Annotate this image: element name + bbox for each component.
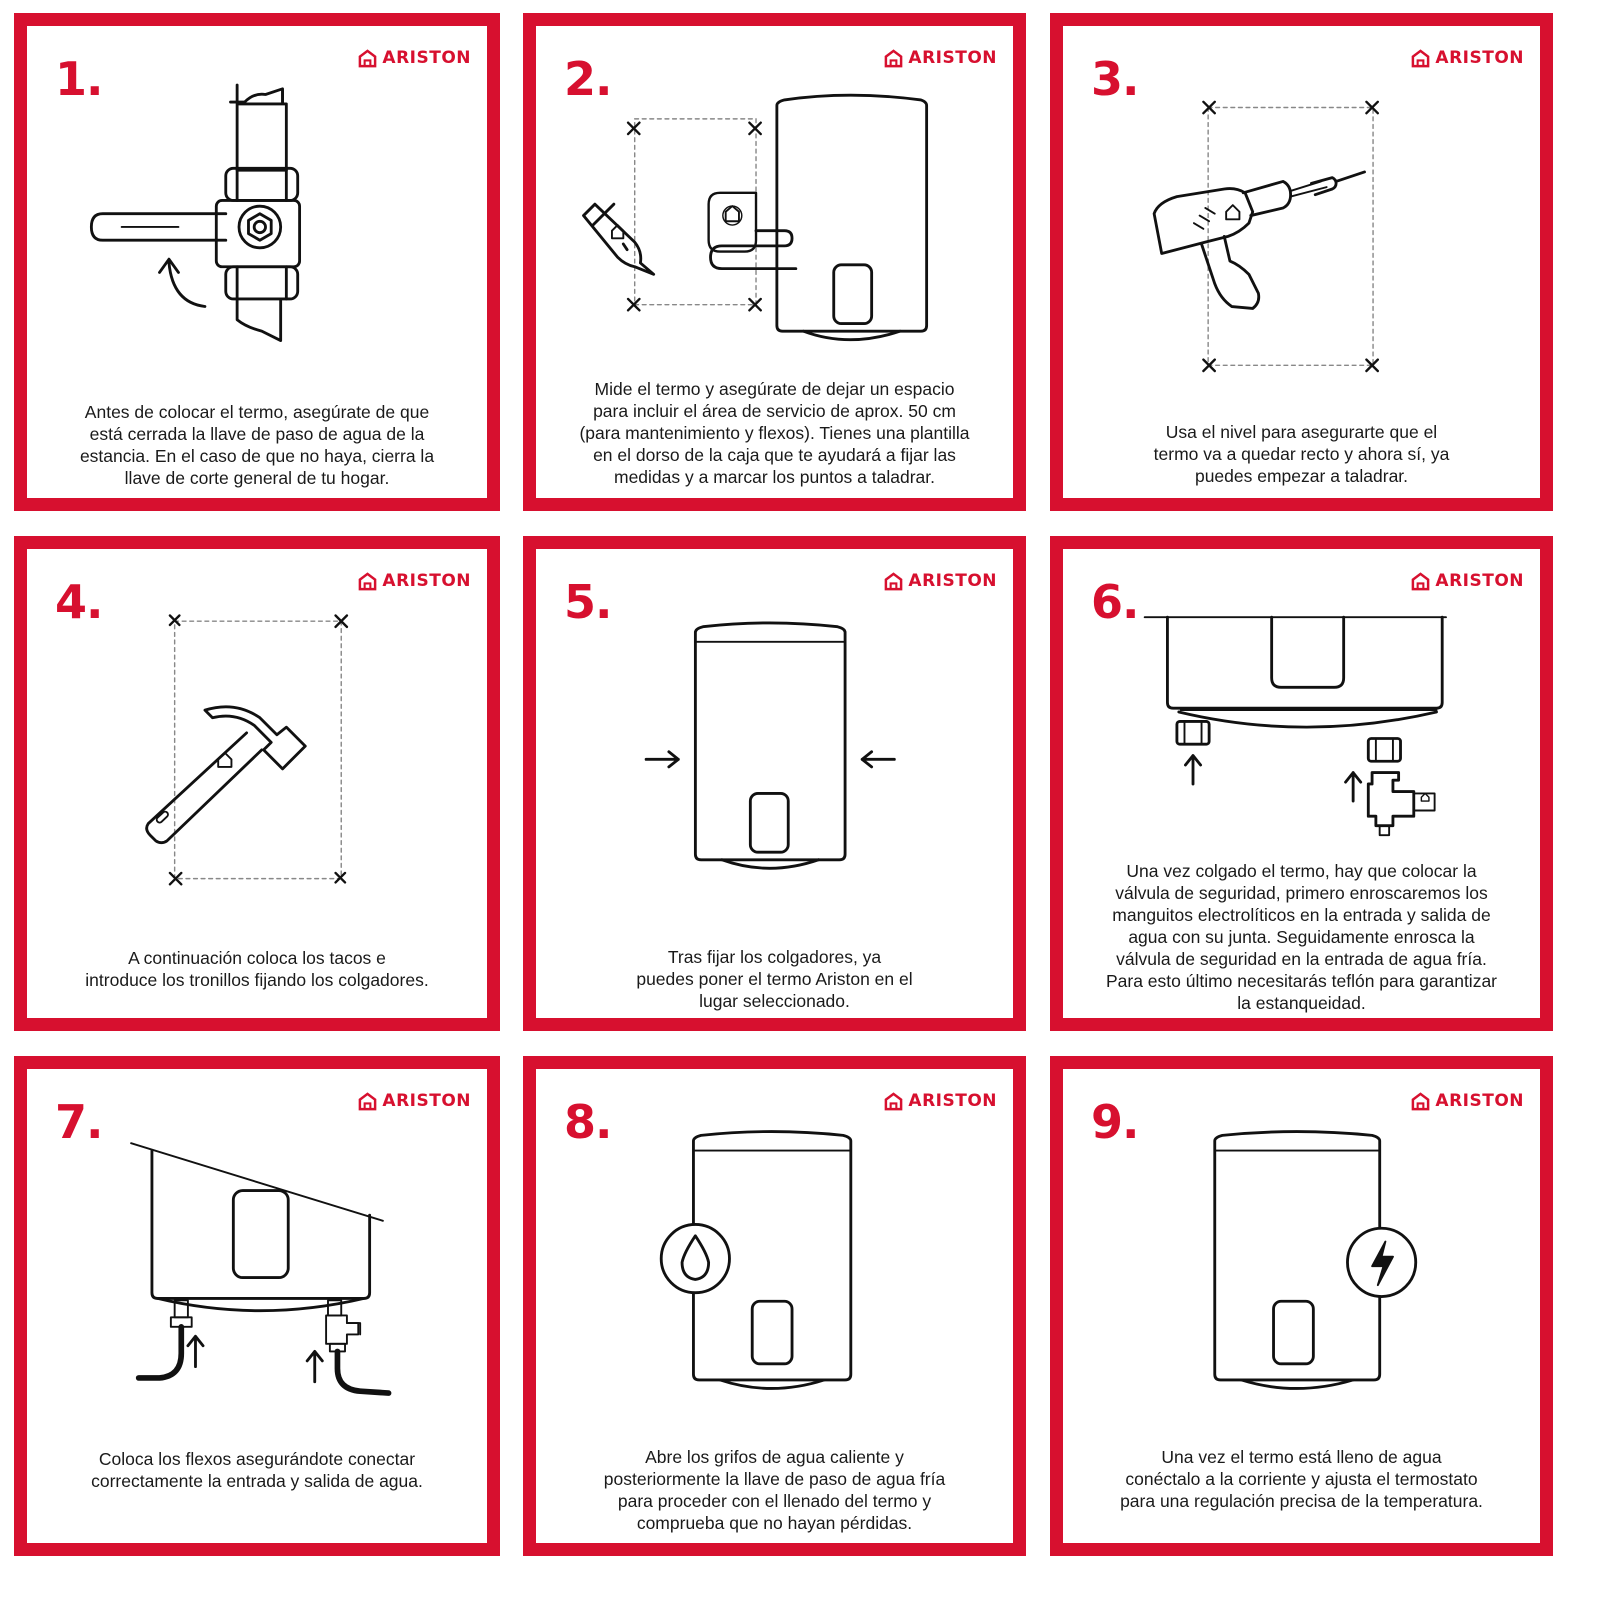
- shutoff-valve-illustration: [89, 83, 302, 342]
- step-description: Usa el nivel para asegurarte que el term…: [1153, 422, 1450, 486]
- step-description: A continuación coloca los tacos e introd…: [85, 948, 429, 990]
- drill-illustration: [1152, 100, 1379, 373]
- ariston-house-icon: [359, 48, 377, 67]
- step-card-9: 9. ARISTON Una vez el termo está lleno d…: [1050, 1056, 1553, 1556]
- power-connection-illustration: [1213, 1130, 1418, 1390]
- step-number: 8.: [564, 1095, 612, 1149]
- water-fill-illustration: [659, 1130, 853, 1390]
- ariston-house-icon: [885, 1091, 903, 1110]
- water-heater-placement-illustration: [644, 621, 896, 870]
- step-card-8: 8. ARISTON Abre los grifos de agua calie…: [523, 1056, 1026, 1556]
- step-description: Antes de colocar el termo, asegúrate de …: [79, 402, 435, 488]
- brand-name: ARISTON: [1435, 48, 1524, 68]
- step-number: 3.: [1091, 52, 1139, 106]
- step-number: 7.: [55, 1095, 103, 1149]
- brand-name: ARISTON: [382, 571, 471, 591]
- step-description: Mide el termo y asegúrate de dejar un es…: [579, 379, 970, 487]
- water-drop-icon: [680, 1234, 711, 1281]
- ariston-house-icon: [885, 571, 903, 590]
- safety-valve-illustration: [1143, 615, 1447, 837]
- step-number: 9.: [1091, 1095, 1139, 1149]
- brand-name: ARISTON: [908, 48, 997, 68]
- ariston-logo: ARISTON: [358, 1091, 471, 1111]
- ariston-logo: ARISTON: [358, 571, 471, 591]
- step-description: Coloca los flexos asegurándote conectar …: [91, 1449, 423, 1491]
- step-description: Una vez colgado el termo, hay que coloca…: [1105, 861, 1498, 1013]
- step-description: Abre los grifos de agua caliente y poste…: [603, 1447, 946, 1533]
- brand-name: ARISTON: [908, 1091, 997, 1111]
- hammer-illustration: [145, 614, 349, 886]
- brand-name: ARISTON: [1435, 1091, 1524, 1111]
- step-card-4: 4. ARISTON A continuación coloca los tac…: [14, 536, 500, 1031]
- ariston-house-icon: [1412, 571, 1430, 590]
- ariston-logo: ARISTON: [358, 48, 471, 68]
- step-number: 4.: [55, 575, 103, 629]
- step-number: 5.: [564, 575, 612, 629]
- step-card-6: 6. ARISTON Una vez colgado el termo, hay…: [1050, 536, 1553, 1031]
- step-number: 2.: [564, 52, 612, 106]
- brand-name: ARISTON: [382, 1091, 471, 1111]
- flex-hoses-illustration: [130, 1142, 392, 1396]
- step-description: Una vez el termo está lleno de agua coné…: [1120, 1447, 1483, 1511]
- ariston-house-icon: [1412, 48, 1430, 67]
- step-card-5: 5. ARISTON Tras fijar los colgadores, ya…: [523, 536, 1026, 1031]
- ariston-logo: ARISTON: [1411, 48, 1524, 68]
- step-card-2: 2. ARISTON Mide el termo y asegúrate de …: [523, 13, 1026, 511]
- ariston-logo: ARISTON: [884, 48, 997, 68]
- brand-name: ARISTON: [908, 571, 997, 591]
- brand-name: ARISTON: [1435, 571, 1524, 591]
- ariston-logo: ARISTON: [1411, 1091, 1524, 1111]
- step-number: 6.: [1091, 575, 1139, 629]
- ariston-house-icon: [359, 1091, 377, 1110]
- ariston-logo: ARISTON: [884, 571, 997, 591]
- ariston-logo: ARISTON: [884, 1091, 997, 1111]
- step-card-3: 3. ARISTON Usa el nivel para asegurarte …: [1050, 13, 1553, 511]
- lightning-bolt-icon: [1371, 1240, 1394, 1287]
- brand-name: ARISTON: [382, 48, 471, 68]
- ariston-house-icon: [1412, 1091, 1430, 1110]
- measuring-illustration: [582, 93, 929, 342]
- ariston-house-icon: [885, 48, 903, 67]
- step-number: 1.: [55, 52, 103, 106]
- ariston-logo: ARISTON: [1411, 571, 1524, 591]
- step-card-1: 1. ARISTON Antes de colocar el termo, as…: [14, 13, 500, 511]
- ariston-house-icon: [359, 571, 377, 590]
- step-card-7: 7. ARISTON Coloca los flexos asegurándot…: [14, 1056, 500, 1556]
- step-description: Tras fijar los colgadores, ya puedes pon…: [636, 947, 913, 1011]
